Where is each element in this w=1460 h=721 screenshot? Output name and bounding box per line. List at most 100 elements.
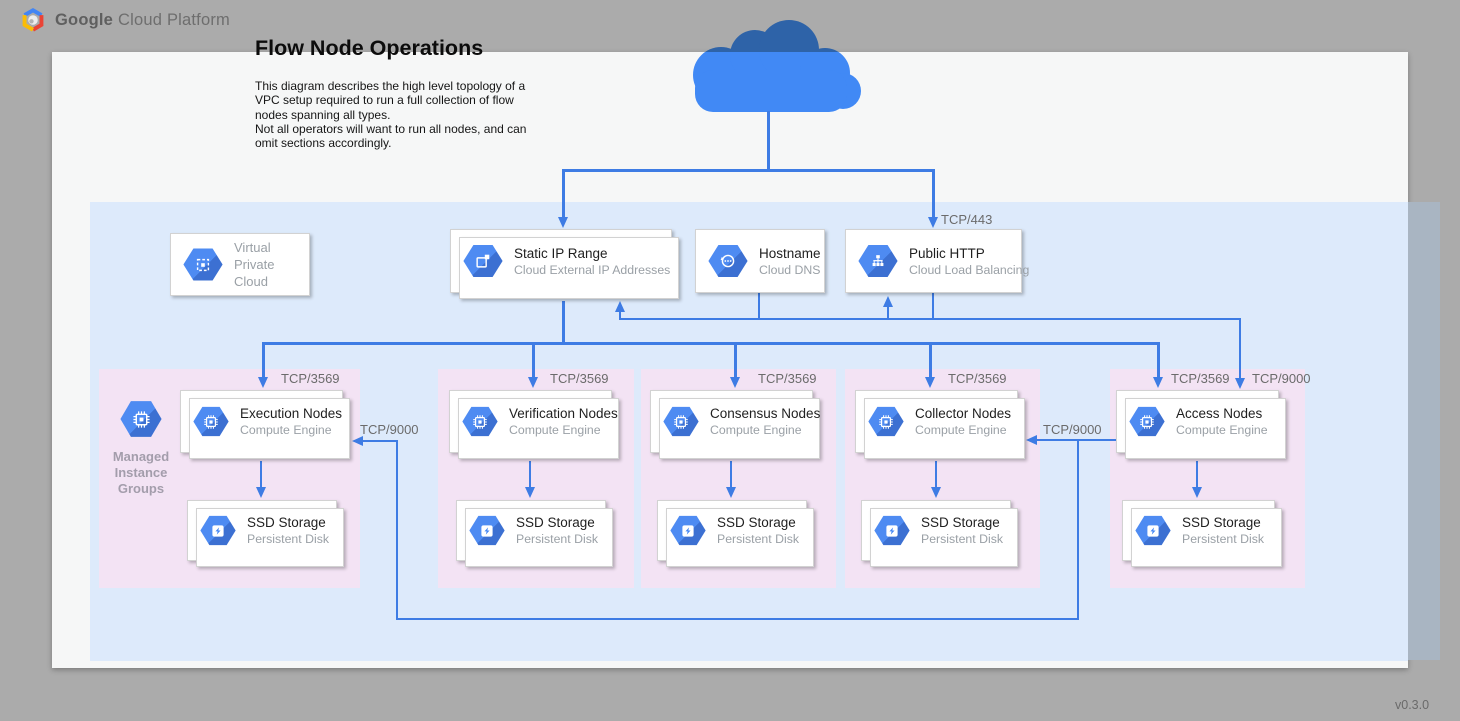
version-label: v0.3.0 (1395, 698, 1429, 712)
connector-loop-left-vertical (396, 440, 398, 620)
connector-loop-to-execution (363, 440, 397, 442)
cloud-dns-icon (708, 244, 748, 278)
static-ip-subtitle: Cloud External IP Addresses (514, 262, 670, 278)
connector-execution-ssd (260, 461, 262, 488)
connector-top-split (562, 169, 935, 172)
port-label-tcp9000-access: TCP/9000 (1252, 371, 1311, 386)
arrowhead-consensus-ssd (726, 487, 736, 498)
consensus-ssd-title: SSD Storage (717, 514, 799, 531)
compute-engine-icon (663, 406, 699, 437)
vpc-icon (183, 248, 223, 282)
arrowhead-verification-ssd (525, 487, 535, 498)
port-label-tcp9000-execution: TCP/9000 (360, 422, 419, 437)
static-ip-title: Static IP Range (514, 245, 670, 262)
arrowhead-collector-ssd (931, 487, 941, 498)
port-label-tcp3569-collector: TCP/3569 (948, 371, 1007, 386)
public-http-title: Public HTTP (909, 245, 1029, 262)
connector-drop-execution (262, 342, 265, 378)
connector-staticip-to-bus (562, 301, 565, 344)
port-label-tcp3569-access: TCP/3569 (1171, 371, 1230, 386)
connector-consensus-ssd (730, 461, 732, 488)
persistent-disk-icon (469, 515, 505, 546)
load-balancer-icon (858, 244, 898, 278)
consensus-nodes-subtitle: Compute Engine (710, 422, 820, 438)
hostname-subtitle: Cloud DNS (759, 262, 821, 278)
compute-engine-icon (193, 406, 229, 437)
connector-verification-ssd (529, 461, 531, 488)
port-label-tcp9000-collector: TCP/9000 (1043, 422, 1102, 437)
connector-drop-verification (532, 342, 535, 378)
arrowhead-into-collector-side (1026, 435, 1037, 445)
connector-access-ssd (1196, 461, 1198, 488)
brand-google: Google (55, 11, 113, 29)
port-label-tcp3569-consensus: TCP/3569 (758, 371, 817, 386)
persistent-disk-icon (200, 515, 236, 546)
verification-nodes-subtitle: Compute Engine (509, 422, 618, 438)
vpc-card-label: Virtual Private Cloud (234, 239, 309, 290)
page-description: This diagram describes the high level to… (255, 79, 539, 150)
external-ip-icon (463, 244, 503, 278)
brand: Google Cloud Platform (20, 7, 230, 33)
page-title: Flow Node Operations (255, 36, 483, 61)
verification-ssd-subtitle: Persistent Disk (516, 531, 598, 547)
connector-return-up-staticip (619, 311, 621, 320)
hostname-card: Hostname Cloud DNS (695, 229, 825, 293)
verification-nodes-card: Verification Nodes Compute Engine (449, 390, 612, 453)
arrowhead-execution-ssd (256, 487, 266, 498)
consensus-ssd-card: SSD Storage Persistent Disk (657, 500, 807, 561)
access-ssd-subtitle: Persistent Disk (1182, 531, 1264, 547)
arrowhead-into-verification (528, 377, 538, 388)
connector-drop-collector (929, 342, 932, 378)
port-label-tcp3569-verification: TCP/3569 (550, 371, 609, 386)
connector-return-horizontal (619, 318, 1241, 320)
access-nodes-subtitle: Compute Engine (1176, 422, 1268, 438)
gcp-logo-icon (20, 7, 46, 33)
compute-engine-icon (1129, 406, 1165, 437)
verification-nodes-title: Verification Nodes (509, 405, 618, 422)
consensus-nodes-card: Consensus Nodes Compute Engine (650, 390, 813, 453)
persistent-disk-icon (874, 515, 910, 546)
access-nodes-card: Access Nodes Compute Engine (1116, 390, 1279, 453)
connector-cloud-down (767, 111, 770, 171)
brand-cloud-platform: Cloud Platform (118, 11, 230, 29)
port-label-tcp3569-execution: TCP/3569 (281, 371, 340, 386)
connector-collector-ssd (935, 461, 937, 488)
public-http-card: Public HTTP Cloud Load Balancing (845, 229, 1022, 293)
execution-nodes-title: Execution Nodes (240, 405, 342, 422)
static-ip-range-card: Static IP Range Cloud External IP Addres… (450, 229, 672, 293)
arrowhead-into-staticip (558, 217, 568, 228)
managed-instance-groups-label: Managed Instance Groups (92, 449, 190, 497)
execution-ssd-title: SSD Storage (247, 514, 329, 531)
arrowhead-lb-into-access (1235, 378, 1245, 389)
vpc-network-region-overflow (1408, 202, 1440, 660)
persistent-disk-icon (1135, 515, 1171, 546)
connector-hostname-down (758, 293, 760, 320)
compute-engine-icon (462, 406, 498, 437)
public-http-subtitle: Cloud Load Balancing (909, 262, 1029, 278)
connector-to-staticip (562, 169, 565, 217)
arrowhead-into-consensus (730, 377, 740, 388)
connector-to-publichttp (932, 169, 935, 217)
arrowhead-up-publichttp (883, 296, 893, 307)
collector-ssd-title: SSD Storage (921, 514, 1003, 531)
access-nodes-title: Access Nodes (1176, 405, 1268, 422)
connector-loop-bottom (396, 618, 1079, 620)
access-ssd-card: SSD Storage Persistent Disk (1122, 500, 1275, 561)
arrowhead-access-ssd (1192, 487, 1202, 498)
internet-cloud-icon (683, 15, 863, 112)
collector-nodes-title: Collector Nodes (915, 405, 1011, 422)
connector-lb-to-access (1239, 318, 1241, 379)
execution-nodes-card: Execution Nodes Compute Engine (180, 390, 343, 453)
compute-engine-icon (868, 406, 904, 437)
persistent-disk-icon (670, 515, 706, 546)
verification-ssd-title: SSD Storage (516, 514, 598, 531)
virtual-private-cloud-card: Virtual Private Cloud (170, 233, 310, 296)
arrowhead-into-execution-side (352, 436, 363, 446)
connector-drop-consensus (734, 342, 737, 378)
verification-ssd-card: SSD Storage Persistent Disk (456, 500, 606, 561)
collector-ssd-subtitle: Persistent Disk (921, 531, 1003, 547)
execution-ssd-subtitle: Persistent Disk (247, 531, 329, 547)
connector-loop-right-vertical (1077, 439, 1079, 620)
connector-drop-access (1157, 342, 1160, 378)
